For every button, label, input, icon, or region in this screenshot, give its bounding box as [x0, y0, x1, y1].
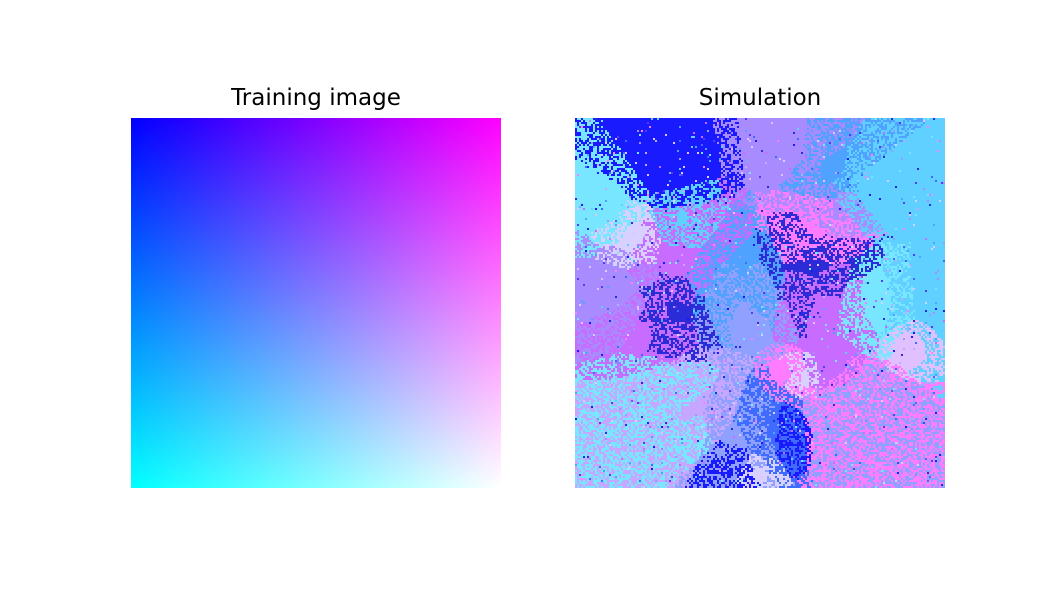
training-image-panel	[131, 118, 501, 488]
simulation-panel	[575, 118, 945, 488]
simulation-title: Simulation	[698, 85, 822, 111]
simulation-canvas	[575, 118, 945, 488]
training-image-title: Training image	[231, 85, 401, 111]
training-gradient-overlay	[131, 118, 501, 488]
